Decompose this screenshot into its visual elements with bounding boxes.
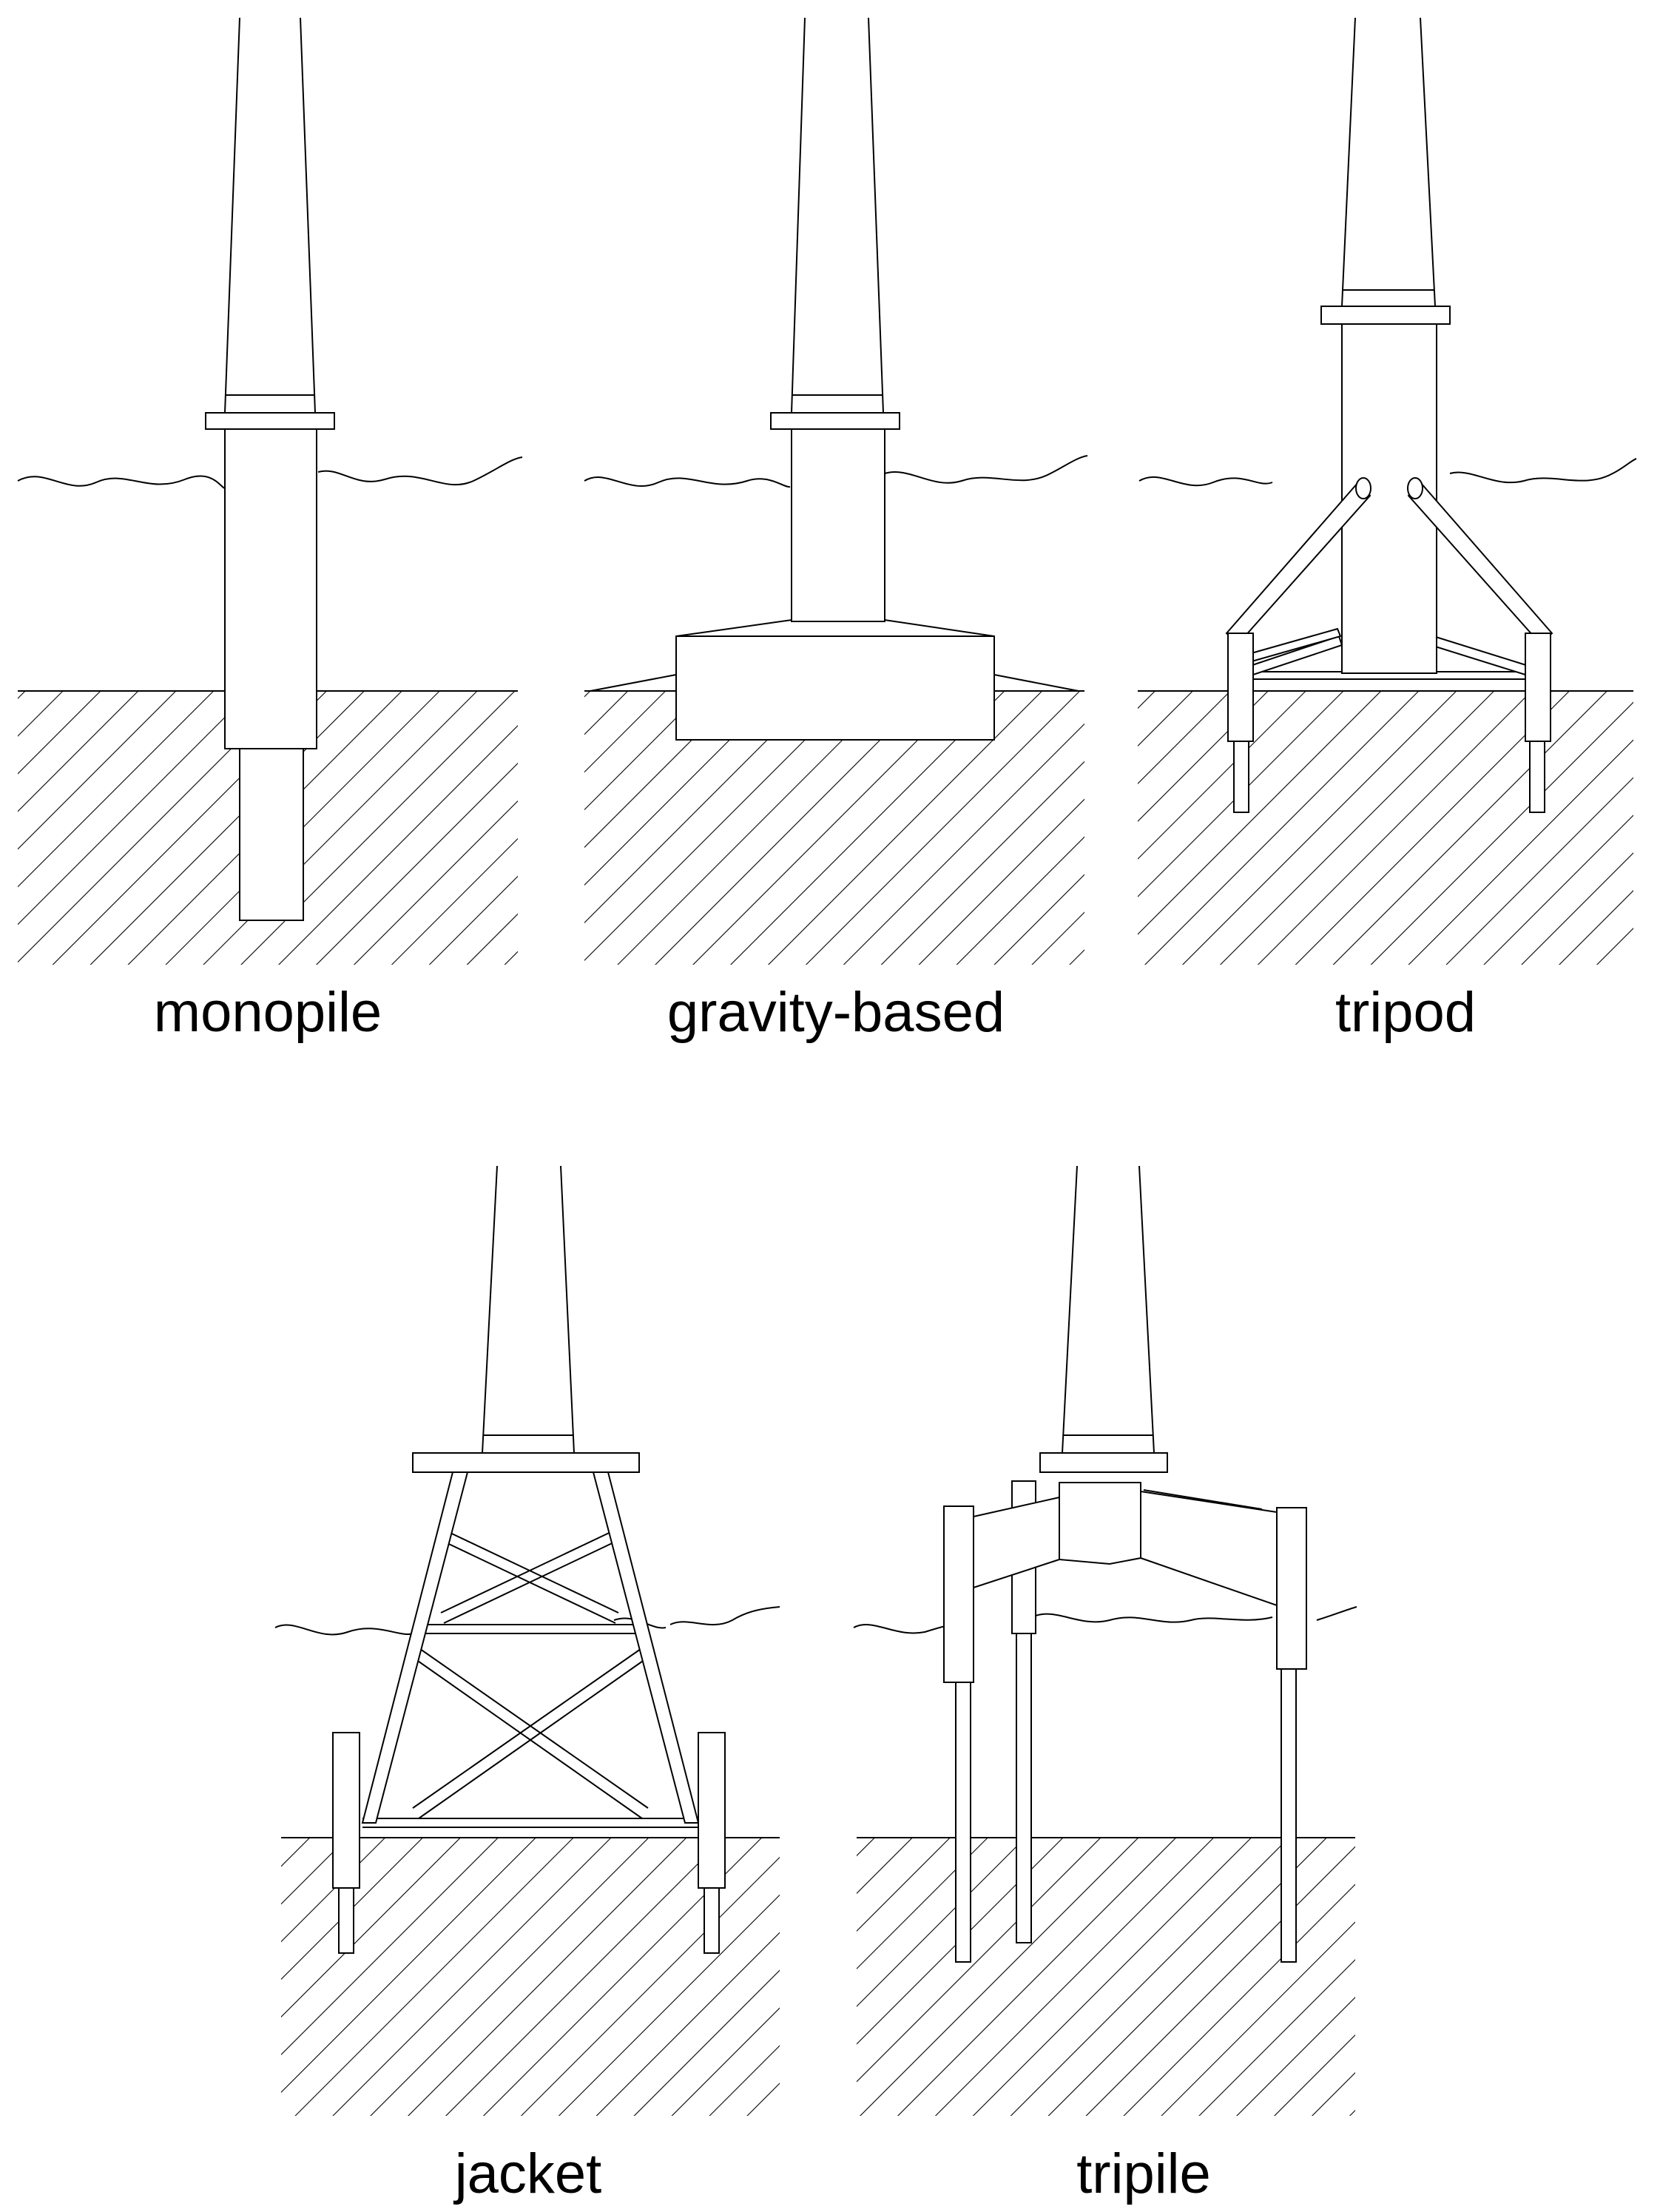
platform bbox=[1320, 306, 1451, 325]
pile bbox=[239, 748, 304, 921]
pile bbox=[955, 1682, 971, 1963]
pile-sleeve bbox=[1227, 633, 1254, 742]
scour-protection bbox=[993, 673, 1079, 692]
pile bbox=[704, 1887, 720, 1954]
water-surface bbox=[17, 456, 523, 490]
tower-left-edge bbox=[1341, 17, 1356, 307]
seabed-hatch bbox=[857, 1838, 1355, 2116]
water-surface bbox=[274, 1606, 780, 1636]
label-jacket: jacket bbox=[453, 2142, 602, 2205]
platform bbox=[205, 412, 335, 430]
pile bbox=[1281, 1668, 1297, 1963]
tower-right-edge bbox=[300, 17, 316, 414]
water-surface bbox=[584, 455, 1088, 488]
tripile-diagram: tripile bbox=[853, 1165, 1357, 2205]
pile-sleeve bbox=[1525, 633, 1551, 742]
jacket-leg bbox=[361, 1471, 469, 1824]
label-tripile: tripile bbox=[1076, 2142, 1211, 2205]
tower-left-edge bbox=[224, 17, 240, 414]
label-tripod: tripod bbox=[1335, 981, 1476, 1044]
tower-left-edge bbox=[1062, 1165, 1078, 1454]
tripod-diagram: tripod bbox=[1138, 17, 1637, 1044]
transition-arm bbox=[973, 1496, 1060, 1589]
jacket-leg bbox=[592, 1471, 700, 1824]
pile-sleeve bbox=[332, 1732, 360, 1889]
platform bbox=[1039, 1452, 1168, 1473]
pile bbox=[1016, 1631, 1032, 1943]
x-brace bbox=[408, 1528, 653, 1819]
tower-right-edge bbox=[560, 1165, 575, 1454]
water-surface bbox=[1138, 458, 1637, 487]
pile bbox=[1233, 741, 1249, 813]
gravity-base-top bbox=[675, 619, 995, 637]
tower-right-edge bbox=[1420, 17, 1436, 307]
platform bbox=[770, 412, 900, 430]
pile-sleeve bbox=[943, 1505, 974, 1683]
tower-right-edge bbox=[868, 17, 884, 414]
monopile-diagram: monopile bbox=[17, 17, 523, 1044]
label-monopile: monopile bbox=[154, 981, 382, 1044]
gravity-base bbox=[675, 635, 995, 741]
seabed-hatch bbox=[281, 1838, 780, 2116]
transition-piece bbox=[224, 427, 317, 749]
pile-sleeve bbox=[698, 1732, 726, 1889]
center-block bbox=[1059, 1482, 1141, 1565]
seabed-hatch bbox=[1138, 691, 1633, 965]
pile bbox=[338, 1887, 354, 1954]
jacket-diagram: jacket bbox=[274, 1165, 780, 2205]
tower-left-edge bbox=[791, 17, 806, 414]
platform bbox=[412, 1452, 640, 1473]
scour-protection bbox=[590, 673, 677, 692]
pile bbox=[1529, 741, 1545, 813]
gravity-based-diagram: gravity-based bbox=[584, 17, 1088, 1044]
column bbox=[791, 427, 885, 622]
tower-right-edge bbox=[1138, 1165, 1155, 1454]
pile-sleeve bbox=[1276, 1507, 1307, 1670]
tower-left-edge bbox=[482, 1165, 498, 1454]
label-gravity-based: gravity-based bbox=[667, 981, 1005, 1044]
